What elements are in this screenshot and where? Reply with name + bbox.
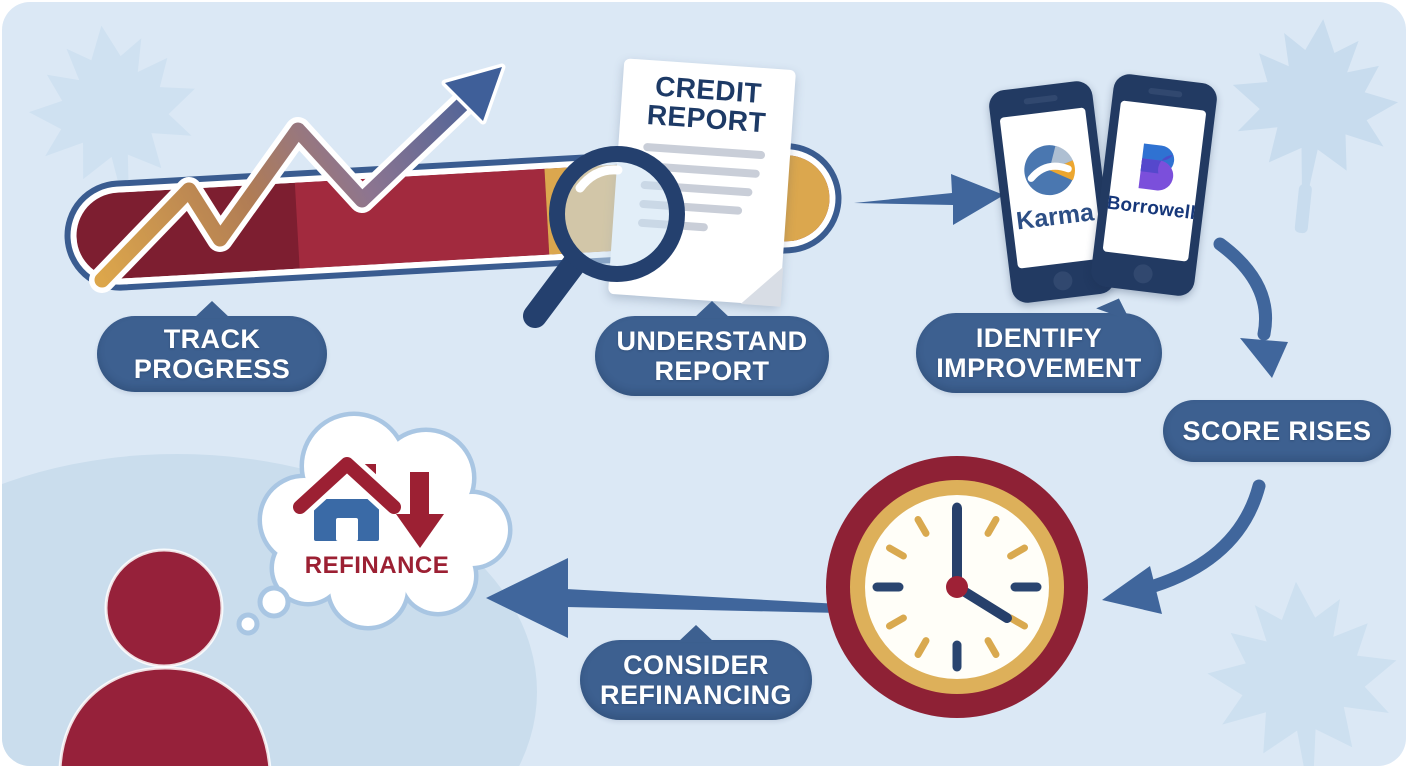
borrowell-logo-icon <box>1138 142 1175 190</box>
phone-right: Borrowell <box>1089 72 1219 298</box>
maple-leaf-icon <box>1232 19 1399 234</box>
step-label-line: REPORT <box>654 356 770 386</box>
phone-speaker <box>1148 87 1183 98</box>
refinance-label: REFINANCE <box>304 552 450 579</box>
trend-arrow-icon <box>89 63 506 293</box>
phone-right-app-label: Borrowell <box>1105 191 1197 224</box>
phone-left: Karma <box>987 79 1117 305</box>
pill-pointer <box>694 301 730 318</box>
step-label-identify-improvement: IDENTIFY IMPROVEMENT <box>916 292 1162 393</box>
step-label-consider-refinancing: CONSIDER REFINANCING <box>580 625 812 720</box>
curved-arrow-down-icon <box>1213 237 1288 378</box>
phone-right-screen: Borrowell <box>1102 100 1207 262</box>
step-label-line: TRACK <box>163 323 261 354</box>
phone-home-button <box>1052 270 1074 292</box>
karma-logo-icon <box>1024 145 1075 196</box>
pill-pointer <box>1096 292 1136 321</box>
magnifier-icon <box>523 146 685 328</box>
clock-icon <box>826 456 1088 718</box>
maple-leaf-icon <box>1207 581 1397 766</box>
person-icon <box>58 548 272 766</box>
pill-pointer <box>194 301 230 318</box>
phone-home-button <box>1132 263 1154 285</box>
step-label-line: PROGRESS <box>133 354 291 384</box>
arrow-right-icon <box>854 174 1004 225</box>
step-label-understand-report: UNDERSTAND REPORT <box>595 301 829 396</box>
step-label-line: SCORE RISES <box>1182 415 1372 446</box>
pill-pointer <box>678 625 714 642</box>
step-label-line: IMPROVEMENT <box>936 353 1142 383</box>
step-label-line: IDENTIFY <box>975 322 1103 353</box>
step-label-line: REFINANCING <box>600 680 792 710</box>
phone-speaker <box>1023 94 1058 105</box>
step-label-score-rises: SCORE RISES <box>1163 400 1391 462</box>
phone-left-app-label: Karma <box>1014 198 1096 236</box>
phone-left-screen: Karma <box>999 107 1104 269</box>
step-label-line: CONSIDER <box>623 649 769 680</box>
page-fold-corner <box>740 264 784 307</box>
step-label-line: UNDERSTAND <box>616 325 808 356</box>
step-label-track-progress: TRACK PROGRESS <box>97 301 327 392</box>
